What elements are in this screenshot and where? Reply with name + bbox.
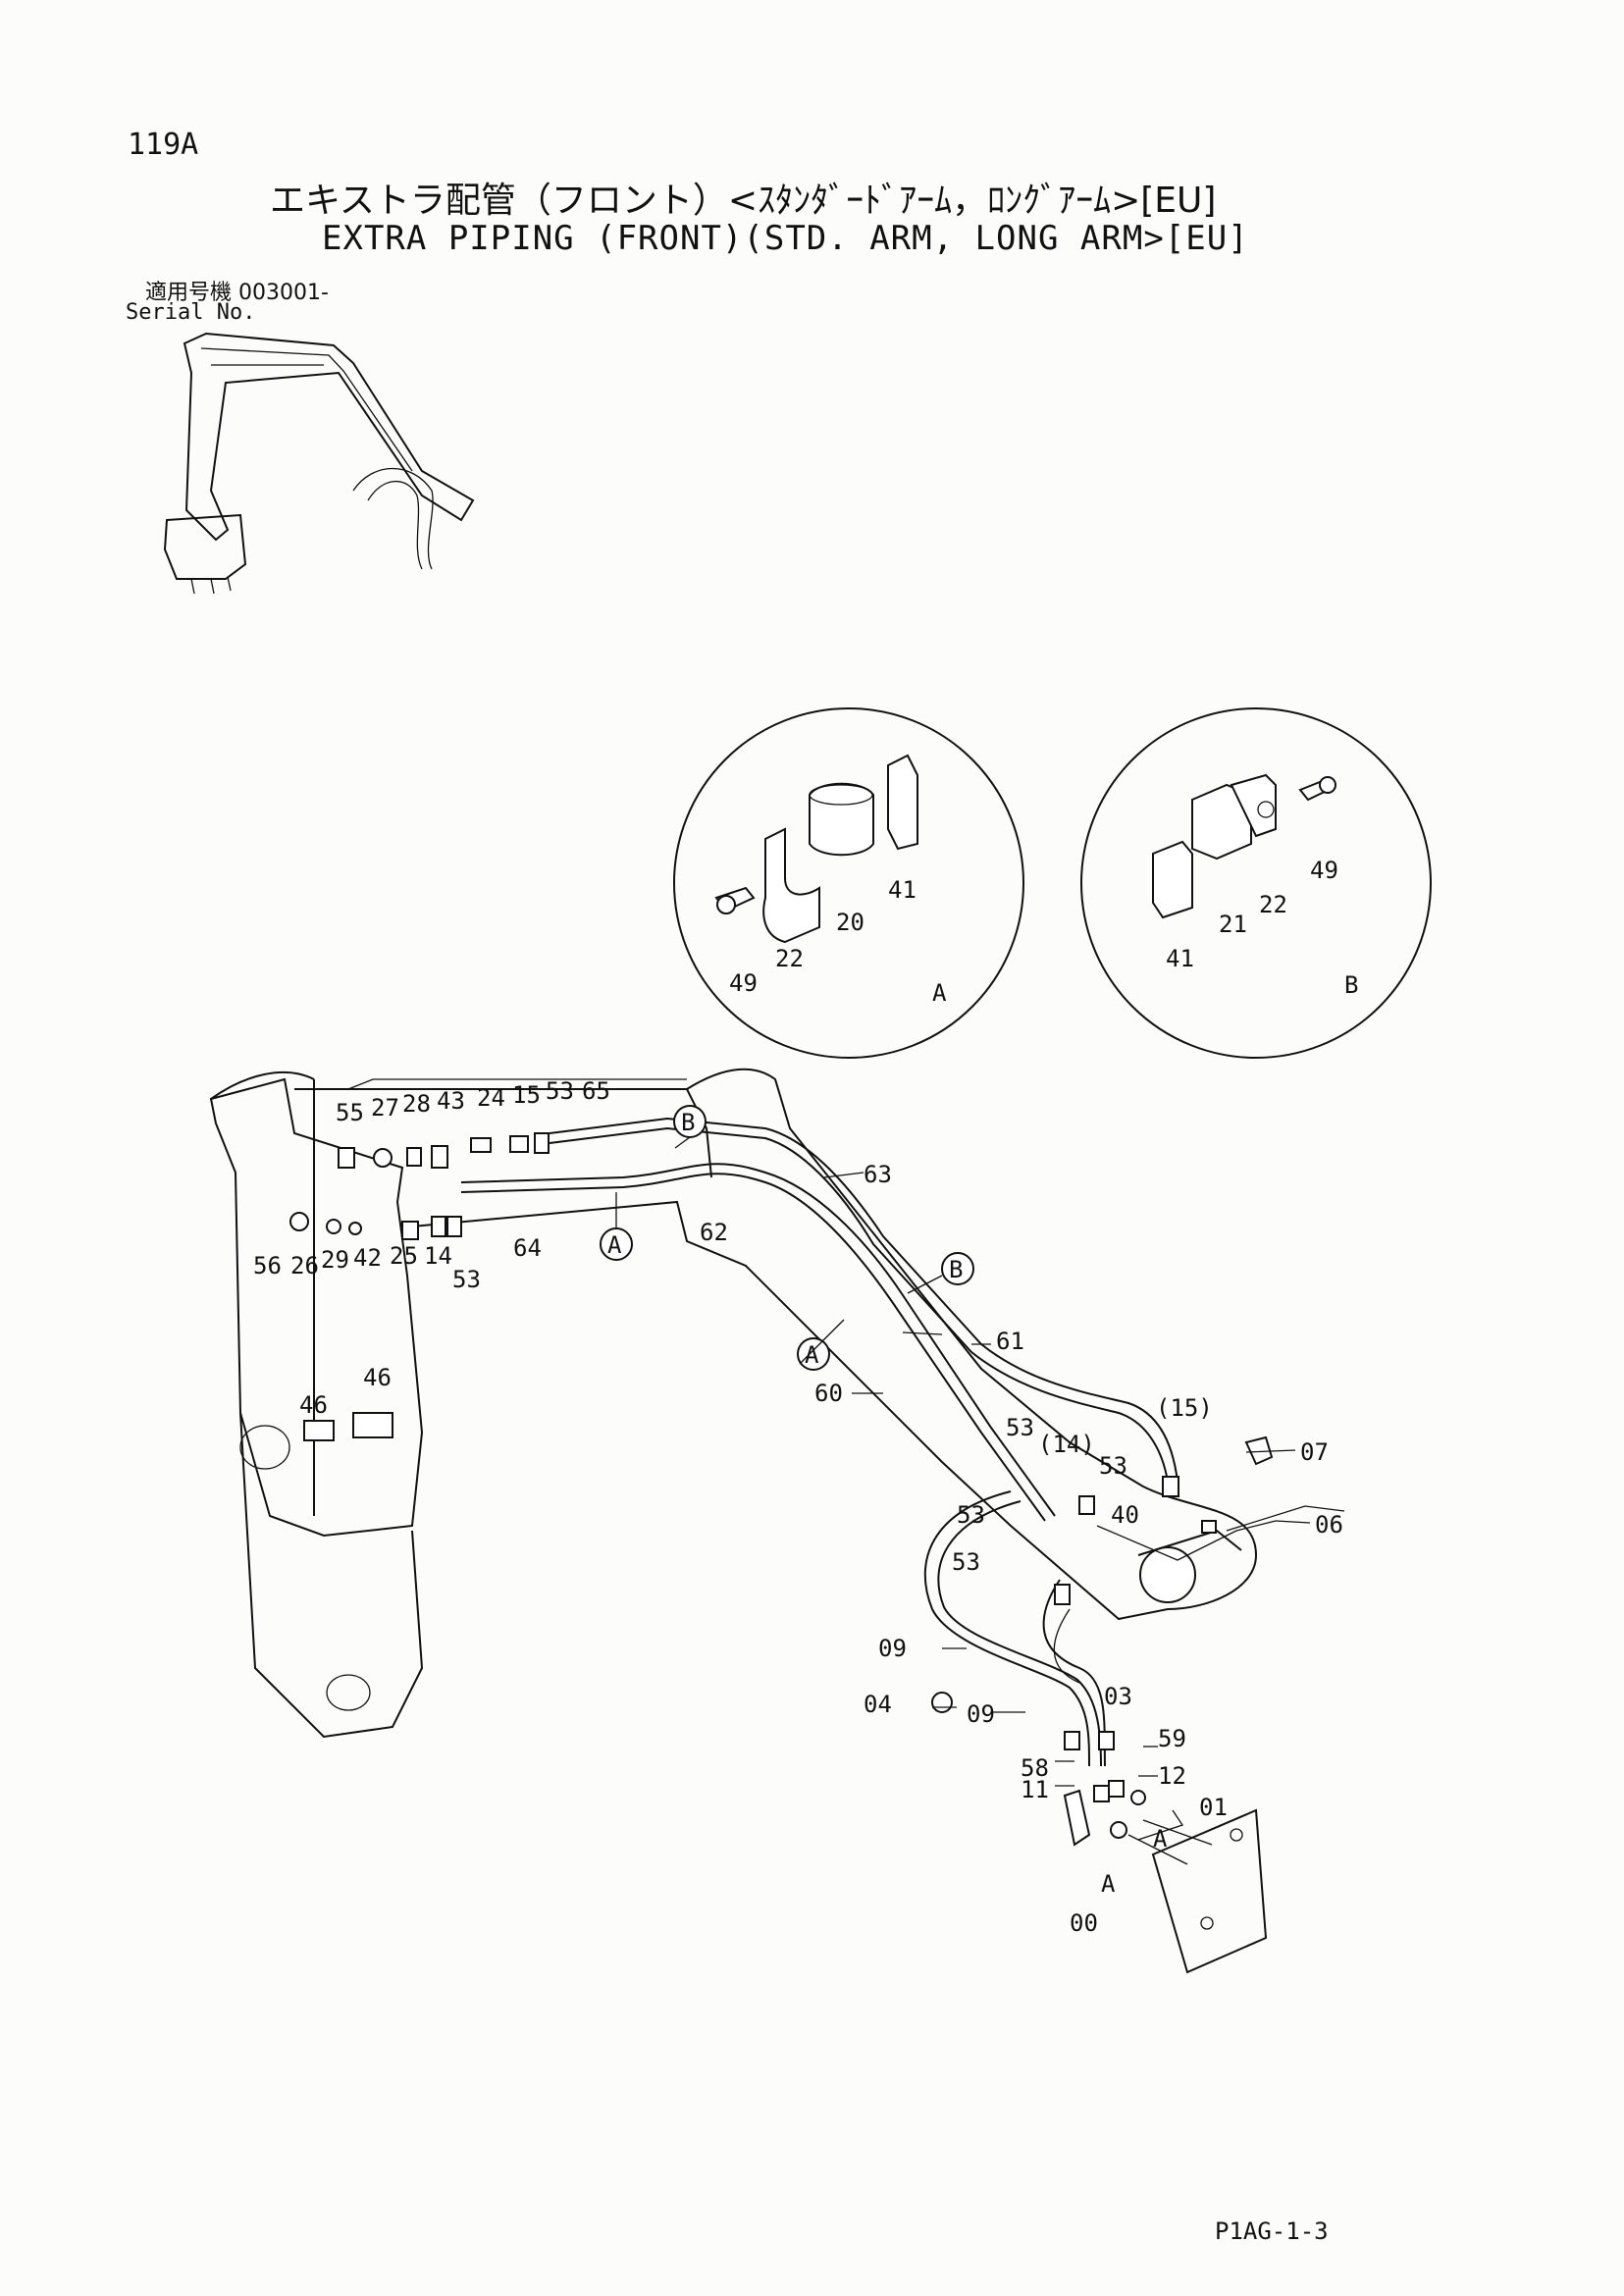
callout-62: 62 — [700, 1219, 728, 1246]
callout-58: 58 — [1021, 1754, 1049, 1782]
callout-07: 07 — [1300, 1438, 1329, 1466]
callout-46-left: 46 — [299, 1391, 328, 1419]
marker-a2: A — [797, 1337, 830, 1371]
callout-00: 00 — [1070, 1909, 1098, 1937]
callout-09-upper: 09 — [878, 1635, 907, 1662]
detail-a-label: A — [932, 979, 947, 1007]
callout-41-b: 41 — [1166, 945, 1194, 972]
serial-label-english: Serial No. — [126, 300, 256, 325]
callout-24: 24 — [477, 1084, 505, 1112]
fittings — [289, 1132, 1274, 1974]
excavator-overview-sketch — [163, 332, 475, 595]
callout-53-top: 53 — [546, 1077, 574, 1105]
marker-b2: B — [941, 1252, 974, 1285]
callout-28: 28 — [402, 1090, 431, 1118]
detail-view-a — [673, 707, 1024, 1059]
callout-64: 64 — [513, 1234, 542, 1262]
detail-b-callouts: 41 21 22 49 B — [1166, 857, 1358, 999]
callout-65: 65 — [582, 1077, 610, 1105]
callout-60: 60 — [814, 1380, 843, 1407]
callout-53-bottom: 53 — [952, 1548, 980, 1576]
callout-22-b: 22 — [1259, 891, 1287, 918]
callout-a-ref-2: A — [1101, 1870, 1116, 1898]
callout-01: 01 — [1199, 1794, 1228, 1821]
detail-b-label: B — [1344, 971, 1358, 999]
callout-11: 11 — [1021, 1776, 1049, 1803]
callout-49-b: 49 — [1310, 857, 1338, 884]
page-title-english: EXTRA PIPING (FRONT)(STD. ARM, LONG ARM>… — [322, 219, 1249, 258]
callout-03: 03 — [1104, 1683, 1132, 1710]
marker-b1: B — [673, 1105, 707, 1138]
callout-42: 42 — [353, 1244, 382, 1272]
callout-40: 40 — [1111, 1501, 1139, 1529]
callout-14-ref: (14) — [1038, 1431, 1095, 1458]
page-number: 119A — [128, 128, 199, 162]
marker-b1-text: B — [681, 1109, 695, 1136]
detail-view-b — [1080, 707, 1432, 1059]
callout-49-a: 49 — [729, 969, 758, 997]
callout-25: 25 — [390, 1242, 418, 1270]
callout-15: 15 — [512, 1081, 541, 1109]
callout-29: 29 — [321, 1246, 349, 1274]
callout-09-lower: 09 — [967, 1700, 995, 1728]
callout-a-ref-1: A — [1153, 1825, 1168, 1852]
callout-53-mid: 53 — [1006, 1414, 1034, 1441]
serial-number-row: 適用号機 003001- — [145, 275, 329, 306]
callout-56: 56 — [253, 1252, 282, 1279]
main-callouts: 55 27 28 43 24 15 53 65 56 26 29 42 25 1… — [253, 1077, 1343, 1937]
serial-label-japanese: 適用号機 — [145, 281, 233, 305]
boom-arm-structure — [209, 1068, 1258, 1739]
callout-59: 59 — [1158, 1725, 1186, 1752]
callout-14: 14 — [424, 1242, 452, 1270]
callout-63: 63 — [864, 1161, 892, 1188]
callout-22-a: 22 — [775, 945, 804, 972]
callout-55: 55 — [336, 1099, 364, 1126]
callout-06: 06 — [1315, 1511, 1343, 1539]
callout-20: 20 — [836, 909, 864, 936]
callout-21: 21 — [1219, 911, 1247, 938]
callout-46-right: 46 — [363, 1364, 392, 1391]
hose-lines — [460, 1117, 1345, 1767]
page-title-japanese: エキストラ配管（フロント）<ｽﾀﾝﾀﾞｰﾄﾞｱｰﾑ，ﾛﾝｸﾞｱｰﾑ>[EU] — [270, 181, 1217, 221]
callout-15-ref: (15) — [1156, 1394, 1213, 1422]
marker-a1-text: A — [607, 1231, 622, 1259]
leader-lines — [615, 1136, 1311, 1841]
marker-b2-text: B — [949, 1256, 963, 1283]
callout-41-a: 41 — [888, 876, 917, 904]
marker-a2-text: A — [805, 1341, 819, 1369]
serial-value: 003001- — [238, 281, 329, 305]
footer-code: P1AG-1-3 — [1215, 2218, 1329, 2245]
detail-a-callouts: 49 22 20 41 A — [729, 876, 947, 1007]
callout-04: 04 — [864, 1691, 892, 1718]
callout-53-left: 53 — [452, 1266, 481, 1293]
callout-43: 43 — [437, 1087, 465, 1115]
callout-61: 61 — [996, 1328, 1024, 1355]
callout-53-right: 53 — [1099, 1452, 1127, 1480]
marker-a1: A — [600, 1227, 633, 1261]
callout-12: 12 — [1158, 1762, 1186, 1790]
callout-26: 26 — [290, 1252, 319, 1279]
callout-27: 27 — [371, 1094, 399, 1122]
callout-53-lower: 53 — [957, 1501, 985, 1529]
